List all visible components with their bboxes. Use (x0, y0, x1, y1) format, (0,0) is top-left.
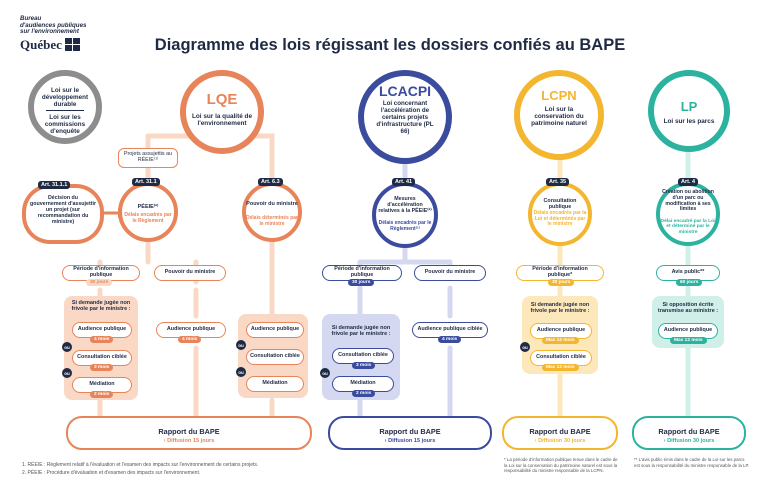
lqe-audience-badge: 4 mois (90, 336, 114, 343)
art-4-tag: Art. 4 (678, 178, 699, 186)
rapport-title: Rapport du BAPE (379, 427, 441, 436)
art-6-3-sub: Délais déterminés par le ministre (246, 215, 298, 227)
fleur-de-lis-icon (64, 38, 80, 51)
logo-word: Québec (20, 36, 62, 52)
lcacpi-mediation-badge: 2 mois (352, 390, 376, 397)
ldd-circle (28, 70, 102, 144)
art-35-sub: Délais encadrés par la Loi et déterminés… (533, 210, 587, 228)
art-35-circle (528, 182, 592, 246)
r-audience-box: Audience publique (246, 322, 304, 338)
rapport-delay: › Diffusion 15 jours (384, 438, 436, 444)
peeie-sub: Délais encadrés par le Règlement (124, 212, 172, 224)
lp-acronym: LP (680, 99, 698, 114)
lcpn-audience-badge: Max 12 mois (542, 337, 579, 344)
art-4-circle (656, 182, 720, 246)
rapport-title: Rapport du BAPE (658, 427, 720, 436)
page-title: Diagramme des lois régissant les dossier… (154, 36, 626, 54)
lqe-pouvoir-box: Pouvoir du ministre (154, 265, 226, 281)
lcacpi-periode-badge: 30 jours (348, 279, 375, 286)
lqe-audience2-badge: 4 mois (178, 336, 202, 343)
ou-marker: ou (62, 368, 72, 378)
lcacpi-si-demande: Si demande jugée non frivole par le mini… (331, 325, 391, 338)
lqe-audience2-box: Audience publique (156, 322, 226, 338)
lqe-si-demande: Si demande jugée non frivole par le mini… (71, 300, 131, 313)
art-41-tag: Art. 41 (392, 178, 416, 186)
ou-marker: ou (320, 368, 330, 378)
rapport-bape-lqe: Rapport du BAPE › Diffusion 15 jours (66, 416, 312, 450)
ldd-label: Loi sur le développement durable (41, 87, 89, 109)
lcpn-circle (514, 70, 604, 160)
art-41-sub: Délais encadrés par le Règlement⁽¹⁾ (378, 220, 432, 232)
peeie-label: PÉEIE⁽²⁾ (137, 204, 159, 210)
footnote-4: ** L'avis public émis dans le cadre de l… (634, 457, 750, 468)
lqe-acronym: LQE (206, 91, 238, 108)
bape-logo: Bureau d'audiences publiques sur l'envir… (20, 15, 87, 52)
art-41-circle (372, 182, 438, 248)
lp-name: Loi sur les parcs (663, 118, 715, 125)
lcpn-name: Loi sur la conservation du patrimoine na… (531, 106, 587, 128)
rapport-title: Rapport du BAPE (158, 427, 220, 436)
lqe-mediation-badge: 2 mois (90, 391, 114, 398)
projets-assujettis-box: Projets assujettis au RÉEIE⁽¹⁾ (118, 148, 178, 168)
lcacpi-consultation-badge: 3 mois (352, 362, 376, 369)
art-41-title: Mesures d'accélération relatives à la PÉ… (378, 196, 432, 214)
ou-marker: ou (520, 342, 530, 352)
lcpn-periode-badge: 30 jours (548, 279, 575, 286)
lce-label: Loi sur les commissions d'enquête (44, 114, 86, 136)
lcacpi-name: Loi concernant l'accélération de certain… (376, 100, 434, 135)
lqe-consultation-badge: 3 mois (90, 364, 114, 371)
ou-marker: ou (236, 367, 246, 377)
lcpn-acronym: LCPN (541, 88, 577, 103)
art-31-1-1-tag: Art. 31.1.1 (38, 181, 71, 189)
art-35-tag: Art. 35 (546, 178, 570, 186)
lcacpi-acronym: LCACPI (378, 83, 432, 99)
rapport-title: Rapport du BAPE (529, 427, 591, 436)
art-31-1-tag: Art. 31.1 (132, 178, 160, 186)
art-35-title: Consultation publique (543, 198, 577, 211)
rapport-delay: › Diffusion 30 jours (663, 438, 715, 444)
footnote-3: * La période d'information publique tenu… (504, 457, 618, 474)
rapport-bape-lcacpi: Rapport du BAPE › Diffusion 15 jours (328, 416, 492, 450)
lp-circle (648, 70, 730, 152)
footnote-1: 1. RÉEIE : Règlement relatif à l'évaluat… (22, 462, 259, 468)
lp-avis-badge: 60 jours (676, 279, 703, 286)
footnote-2: 2. PÉEIE : Procédure d'évaluation et d'e… (22, 470, 201, 476)
rapport-delay: › Diffusion 30 jours (534, 438, 586, 444)
lqe-periode-badge: 30 jours (86, 279, 113, 286)
lp-si-opposition: Si opposition écrite transmise au minist… (657, 302, 719, 315)
rapport-bape-lcpn: Rapport du BAPE › Diffusion 30 jours (502, 416, 618, 450)
lqe-circle (180, 70, 264, 154)
art-4-sub: Délai encadré par la Loi et déterminé pa… (660, 219, 716, 235)
lqe-name: Loi sur la qualité de l'environnement (191, 113, 252, 128)
art-6-3-circle (242, 182, 302, 242)
r-consultation-box: Consultation ciblée (246, 349, 304, 365)
art-31-1-1-text: Décision du gouvernement d'assujettir un… (30, 195, 97, 225)
lcacpi-circle (358, 70, 452, 164)
ou-marker: ou (62, 342, 72, 352)
art-4-title: Création ou abolition d'un parc ou modif… (662, 189, 714, 213)
r-mediation-box: Médiation (246, 376, 304, 392)
lcacpi-pouvoir-box: Pouvoir du ministre (414, 265, 486, 281)
lcpn-si-demande: Si demande jugée non frivole par le mini… (530, 302, 590, 315)
art-31-1-circle (118, 182, 178, 242)
lcpn-consultation-badge: Max 12 mois (542, 364, 579, 371)
art-6-3-title: Pouvoir du ministre (246, 201, 298, 207)
lcacpi-audience-badge: 4 mois (438, 336, 462, 343)
lp-audience-badge: Max 12 mois (670, 337, 707, 344)
art-6-3-tag: Art. 6.3 (258, 178, 283, 186)
ou-marker: ou (236, 340, 246, 350)
ldd-divider (46, 110, 84, 111)
rapport-delay: › Diffusion 15 jours (163, 438, 215, 444)
rapport-bape-lp: Rapport du BAPE › Diffusion 30 jours (632, 416, 746, 450)
